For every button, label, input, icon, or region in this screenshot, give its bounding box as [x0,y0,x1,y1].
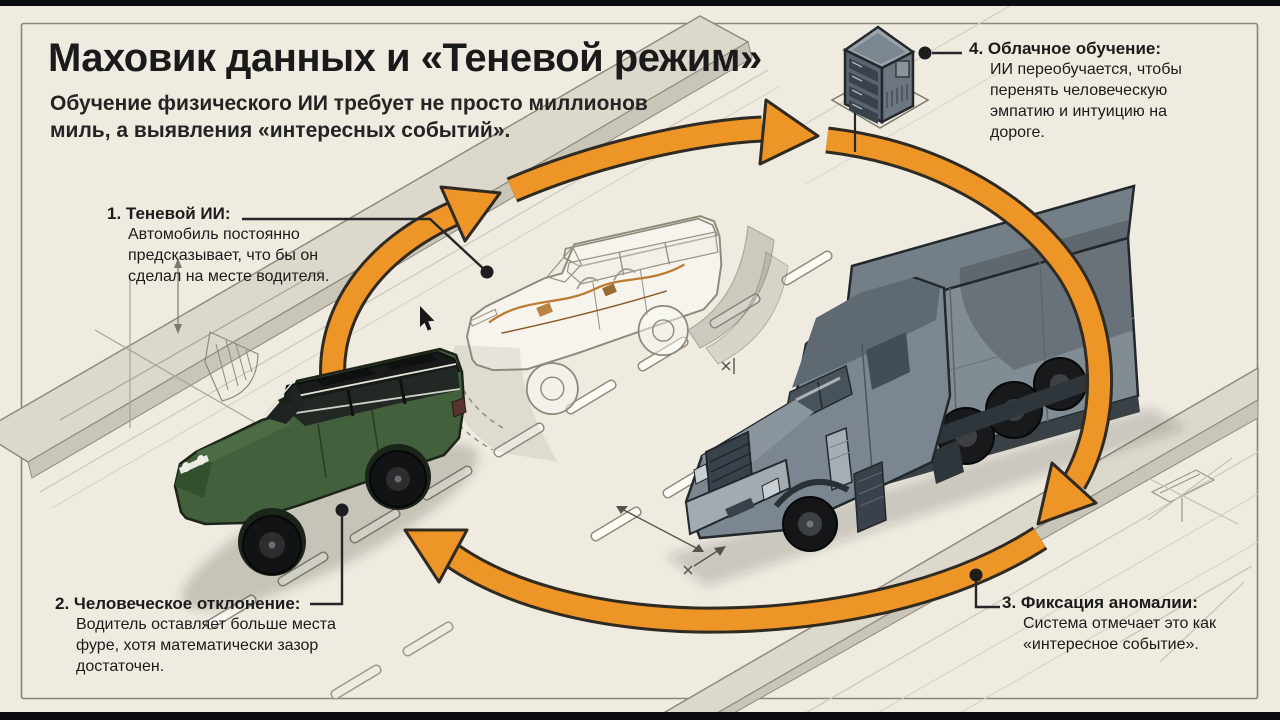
flywheel-arrow-top [506,98,820,203]
letterbox-top [0,0,1280,6]
annotation-body: Автомобиль постоянно предсказывает, что … [128,226,330,285]
letterbox-bottom [0,712,1280,720]
suv-taillight [451,397,467,418]
connector-line-1 [242,217,488,273]
callout-dot-3 [969,568,983,582]
sensor-wedge-front [449,345,558,462]
suv-windows [289,367,460,426]
page-title: Маховик данных и «Теневой режим» [48,36,762,80]
arrowhead [758,98,820,166]
annotation-body: Система отмечает это как «интересное соб… [1023,615,1217,653]
flywheel-arrow-right [825,126,1113,526]
curb-detail-sketch [59,258,323,431]
semi-truck-illustration [616,184,1186,586]
green-suv-illustration [173,347,479,610]
frame-border [20,22,1259,700]
callout-dot-2 [335,503,349,517]
annotation-title: 2. Человеческое отклонение: [55,594,301,613]
server-slots [849,58,878,124]
arrowhead [439,185,502,243]
connector-line-2 [310,510,344,606]
annotation-body: ИИ переобучается, чтобы перенять человеч… [990,61,1182,141]
gap-dimension-sketch [616,358,735,575]
annotation-human-deviation: 2. Человеческое отклонение: Водитель ост… [55,593,336,677]
annotation-title: 3. Фиксация аномалии: [1002,593,1198,612]
truck-cab [684,276,964,552]
callout-connectors [242,46,1000,609]
page-subtitle: Обучение физического ИИ требует не прост… [50,92,648,142]
server-rack-icon [830,25,930,152]
callout-dot-4 [918,46,932,60]
ghost-suv-wireframe [466,215,723,415]
road-sign-sketch [1131,457,1239,525]
arrowhead [403,528,469,584]
callout-dot-1 [480,265,494,279]
mouse-cursor-icon [420,306,435,331]
annotation-title: 4. Облачное обучение: [969,39,1162,58]
ghost-suv-illustration [421,215,789,462]
ai-wiring [488,263,685,324]
annotation-cloud-training: 4. Облачное обучение: ИИ переобучается, … [969,38,1182,143]
annotation-shadow-ai: 1. Теневой ИИ: Автомобиль постоянно пред… [107,203,329,287]
arrowhead [1036,461,1098,526]
connector-line-3 [974,575,1000,609]
annotation-body: Водитель оставляет больше места фуре, хо… [76,616,336,675]
annotation-title: 1. Теневой ИИ: [107,204,231,223]
flywheel-arrow-bottom [403,526,1048,634]
sensor-fan-rear-2 [705,251,789,365]
sensor-fan-rear [687,225,775,349]
annotation-anomaly-capture: 3. Фиксация аномалии: Система отмечает э… [1002,592,1216,655]
